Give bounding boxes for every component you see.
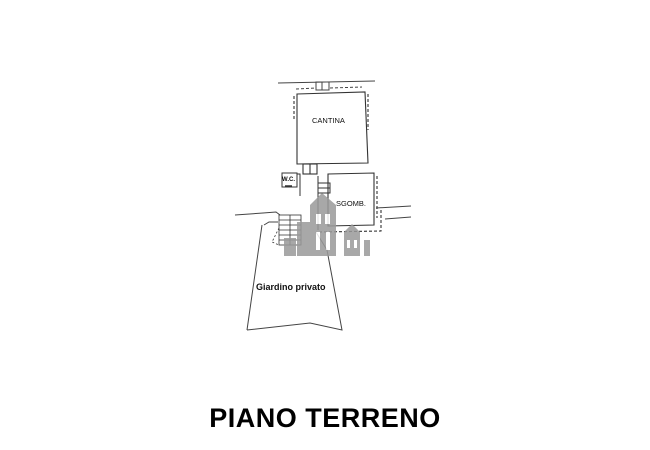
floor-title: PIANO TERRENO [209, 403, 441, 433]
right-boundary [375, 205, 412, 220]
garden-label: Giardino privato [256, 282, 326, 292]
house-logo-watermark [284, 193, 370, 256]
left-boundary [234, 211, 281, 331]
wc-room [281, 172, 301, 196]
wc-label: W.C. [282, 177, 295, 183]
cantina-label: CANTINA [312, 116, 345, 125]
cantina-room [293, 91, 369, 175]
sgombero-label: SGOMB. [336, 199, 367, 208]
top-boundary [277, 80, 376, 91]
